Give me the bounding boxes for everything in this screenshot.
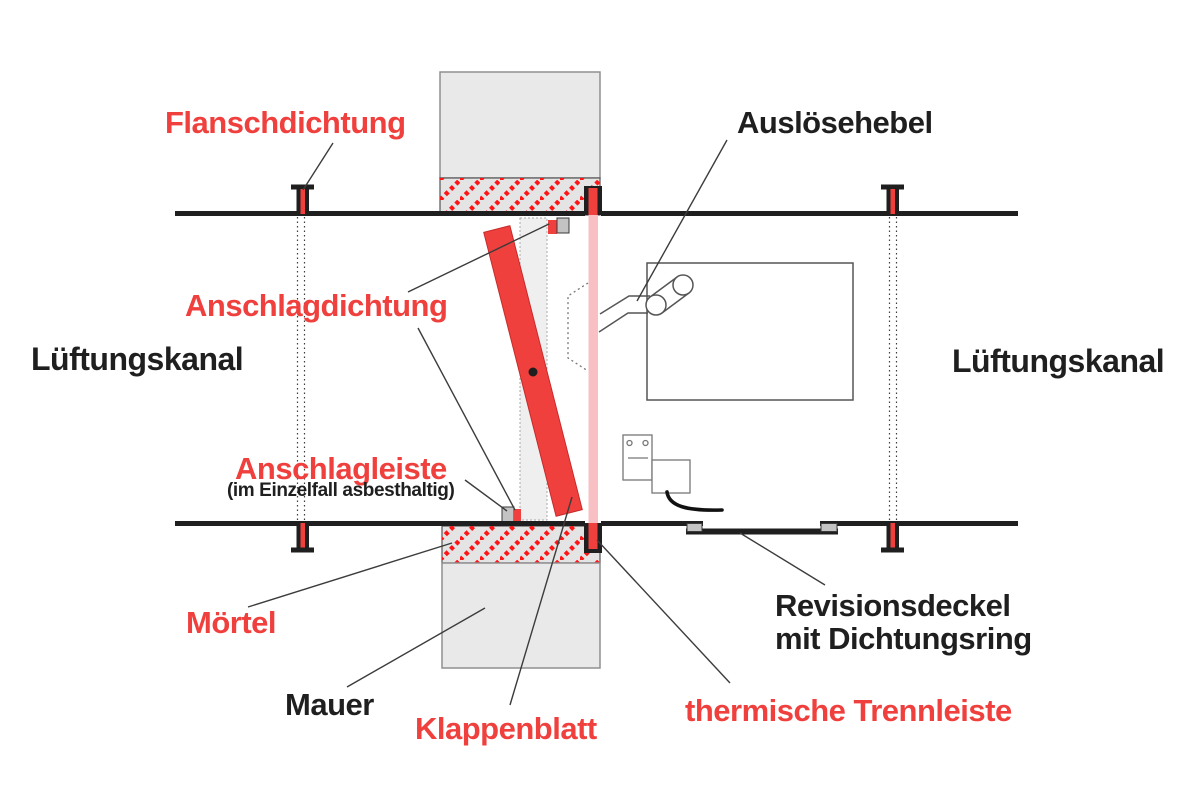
thermal-channel-top: [584, 186, 602, 215]
flange-gasket-top-right: [881, 184, 904, 214]
label-anschlagleiste: Anschlagleiste: [235, 451, 447, 486]
release-cable: [665, 490, 724, 512]
lever-folded-outline: [567, 282, 589, 372]
label-revisionsdeckel-line1: Revisionsdeckel: [775, 588, 1011, 623]
leader-trennleiste: [596, 539, 731, 684]
leader-mauer: [346, 607, 486, 688]
thermal-strip: [588, 215, 598, 523]
label-anschlagdichtung: Anschlagdichtung: [185, 288, 448, 323]
leader-anschlagleiste: [464, 479, 508, 512]
leader-anschlagdichtung-top: [407, 223, 550, 293]
label-anschlagleiste-note: (im Einzelfall asbesthaltig): [227, 480, 455, 501]
revision-cover: [686, 523, 838, 535]
flap-blade: [483, 225, 583, 517]
mortar-hatch-top: [440, 178, 600, 215]
leader-ausloesehebel: [636, 139, 728, 302]
label-mauer: Mauer: [285, 687, 374, 722]
label-moertel: Mörtel: [186, 605, 277, 640]
stop-seal-bottom: [514, 509, 521, 523]
label-revisionsdeckel-line2: mit Dichtungsring: [775, 621, 1032, 657]
wall-top: [439, 71, 601, 179]
release-device: [622, 434, 724, 512]
leader-moertel: [247, 542, 453, 608]
leader-klappenblatt: [509, 496, 573, 706]
flange-gasket-top-left: [291, 184, 314, 214]
mortar-hatch-bottom: [442, 526, 600, 563]
flange-gasket-bottom-left: [291, 523, 314, 553]
wall-bottom: [441, 562, 601, 669]
leader-anschlagdichtung-bottom: [417, 327, 516, 511]
stop-strip-top: [556, 217, 570, 234]
thermal-channel-bottom: [584, 523, 602, 553]
cover-seal-left: [686, 523, 703, 532]
label-lueftungskanal-right: Lüftungskanal: [952, 343, 1165, 379]
leader-revisionsdeckel: [739, 532, 826, 586]
label-revisionsdeckel: Revisionsdeckel mit Dichtungsring: [775, 589, 1032, 656]
release-lever: [598, 274, 694, 333]
label-thermische-trennleiste: thermische Trennleiste: [685, 693, 1012, 728]
stop-seal-top: [548, 220, 557, 234]
flange-gasket-bottom-right: [881, 523, 904, 553]
label-flanschdichtung: Flanschdichtung: [165, 105, 406, 140]
duct-joint-dotted-left: [296, 217, 306, 521]
label-ausloesehebel: Auslösehebel: [737, 105, 933, 140]
label-lueftungskanal-left: Lüftungskanal: [31, 341, 244, 377]
cover-seal-right: [820, 523, 838, 532]
label-klappenblatt: Klappenblatt: [415, 711, 597, 746]
duct-joint-dotted-right: [888, 217, 898, 521]
leader-flanschdichtung: [302, 142, 334, 191]
flap-pivot: [528, 367, 538, 377]
leader-lines: [247, 139, 826, 706]
